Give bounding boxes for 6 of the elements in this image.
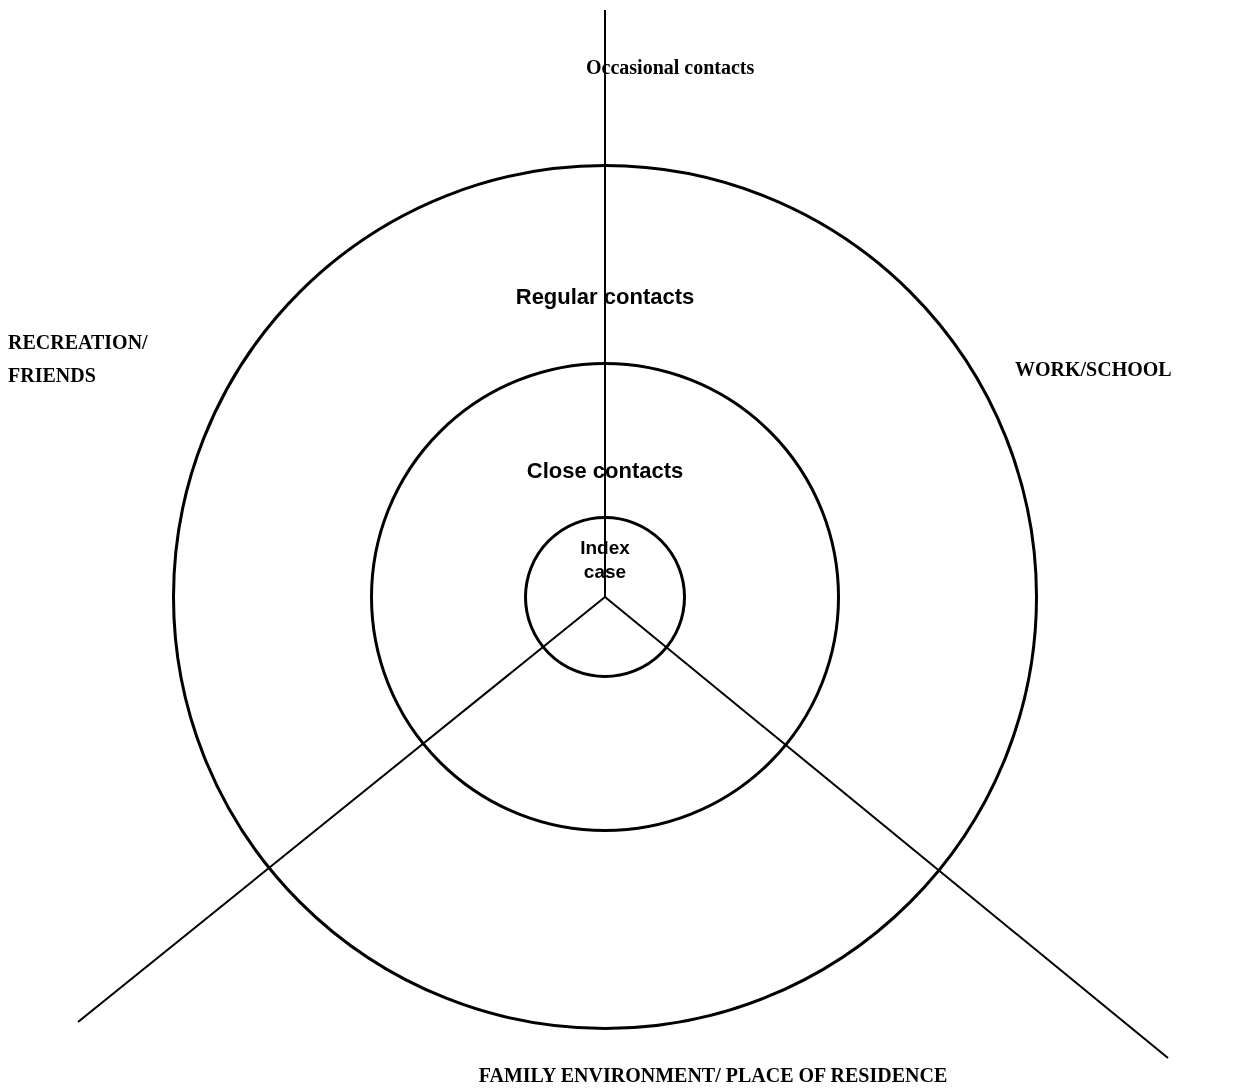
contact-circle xyxy=(524,516,686,678)
sector-label: FAMILY ENVIRONMENT/ PLACE OF RESIDENCE xyxy=(478,1064,948,1087)
contact-circle xyxy=(370,362,840,832)
ring-label: Regular contacts xyxy=(515,284,695,310)
sector-label: WORK/SCHOOL xyxy=(1015,358,1172,381)
sector-label: RECREATION/ FRIENDS xyxy=(8,330,149,388)
